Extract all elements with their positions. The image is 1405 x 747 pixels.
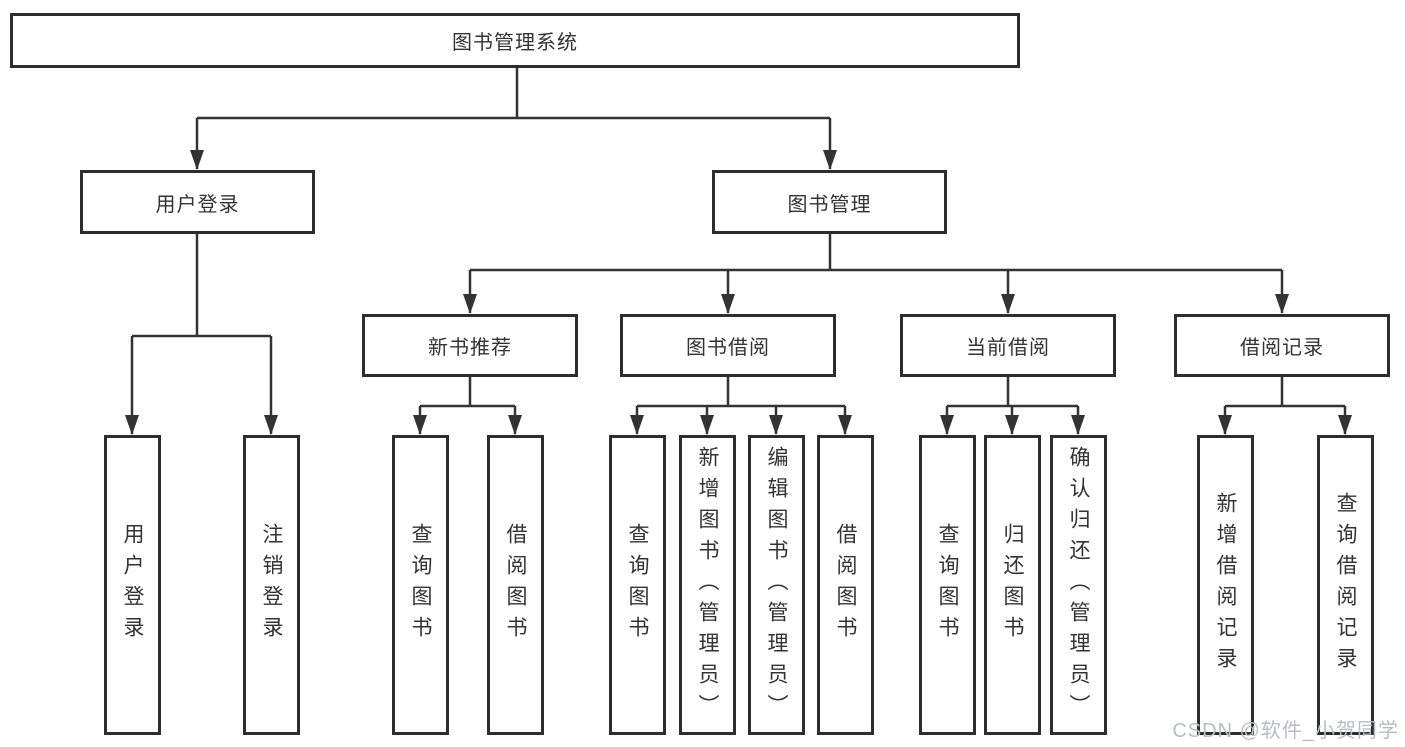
node-label: 查询借阅记录 bbox=[1334, 492, 1357, 678]
node-label: 借阅记录 bbox=[1240, 337, 1324, 359]
node-label: 新书推荐 bbox=[428, 337, 512, 359]
node-new-book-recommend: 新书推荐 bbox=[362, 314, 578, 377]
leaf-return-books: 归还图书 bbox=[984, 435, 1041, 735]
leaf-edit-books-admin: 编辑图书（管理员） bbox=[748, 435, 805, 735]
leaf-query-books-recommend: 查询图书 bbox=[392, 435, 449, 735]
leaf-borrow-books-borrow: 借阅图书 bbox=[817, 435, 874, 735]
node-label: 图书管理系统 bbox=[452, 32, 578, 54]
node-book-management-module: 图书管理 bbox=[712, 170, 947, 234]
leaf-user-login: 用户登录 bbox=[104, 435, 161, 735]
node-label: 注销登录 bbox=[260, 523, 283, 647]
node-label: 当前借阅 bbox=[966, 337, 1050, 359]
node-label: 用户登录 bbox=[155, 193, 240, 216]
leaf-add-books-admin: 新增图书（管理员） bbox=[679, 435, 736, 735]
node-label: 借阅图书 bbox=[504, 523, 527, 647]
leaf-borrow-books-recommend: 借阅图书 bbox=[487, 435, 544, 735]
node-label: 新增图书（管理员） bbox=[696, 445, 719, 725]
node-label: 查询图书 bbox=[626, 523, 649, 647]
leaf-query-books-borrow: 查询图书 bbox=[609, 435, 666, 735]
node-label: 图书借阅 bbox=[686, 337, 770, 359]
node-label: 用户登录 bbox=[121, 523, 144, 647]
leaf-confirm-return-admin: 确认归还（管理员） bbox=[1050, 435, 1107, 735]
node-current-borrowing: 当前借阅 bbox=[900, 314, 1116, 377]
node-borrowing-records: 借阅记录 bbox=[1174, 314, 1390, 377]
node-label: 新增借阅记录 bbox=[1214, 492, 1237, 678]
node-book-borrowing: 图书借阅 bbox=[620, 314, 836, 377]
csdn-watermark: CSDN @软件_小贺同学 bbox=[1172, 720, 1399, 742]
connector-rails bbox=[132, 68, 1345, 408]
node-label: 确认归还（管理员） bbox=[1067, 445, 1090, 725]
leaf-add-borrow-record: 新增借阅记录 bbox=[1197, 435, 1254, 735]
node-label: 查询图书 bbox=[409, 523, 432, 647]
node-label: 借阅图书 bbox=[834, 523, 857, 647]
node-label: 归还图书 bbox=[1001, 523, 1024, 647]
leaf-query-borrow-record: 查询借阅记录 bbox=[1317, 435, 1374, 735]
node-user-login-module: 用户登录 bbox=[80, 170, 315, 234]
node-label: 查询图书 bbox=[936, 523, 959, 647]
node-library-management-system: 图书管理系统 bbox=[10, 13, 1020, 68]
node-label: 编辑图书（管理员） bbox=[765, 445, 788, 725]
leaf-query-books-current: 查询图书 bbox=[919, 435, 976, 735]
node-label: 图书管理 bbox=[787, 193, 872, 216]
leaf-logout: 注销登录 bbox=[243, 435, 300, 735]
